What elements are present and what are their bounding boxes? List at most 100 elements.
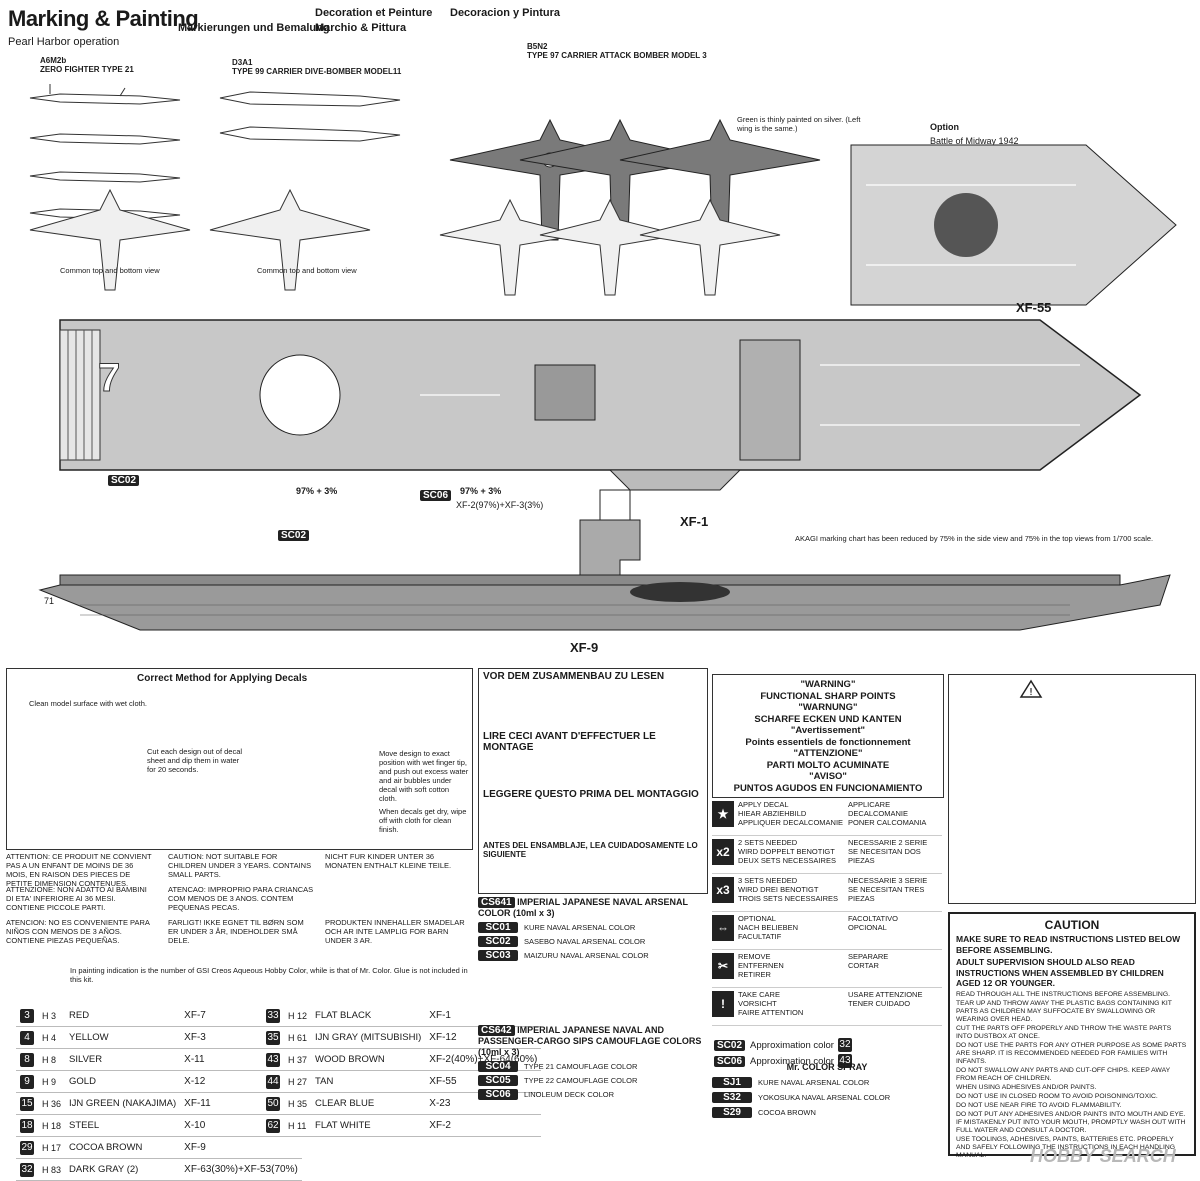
mr-color-number: 18 bbox=[20, 1118, 34, 1133]
aircraft-diagrams bbox=[29, 84, 821, 296]
spray-code: SJ1 bbox=[712, 1077, 752, 1088]
symbol-text: 3 SETS NEEDED bbox=[738, 876, 798, 885]
aqueous-number: H 9 bbox=[38, 1070, 66, 1093]
warning-es: ATENCION: NO ES CONVENIENTE PARA NIÑOS C… bbox=[6, 918, 150, 945]
sharp-points-panel: "WARNING"FUNCTIONAL SHARP POINTS"WARNUNG… bbox=[712, 674, 944, 798]
symbol-icon: x2 bbox=[712, 839, 734, 865]
watermark: HOBBY SEARCH bbox=[1030, 1146, 1176, 1166]
cs-code: SC04 bbox=[478, 1061, 518, 1072]
symbol-text-right: OPCIONAL bbox=[848, 923, 887, 932]
cs642-panel: CS642 IMPERIAL JAPANESE NAVAL AND PASSEN… bbox=[478, 1025, 708, 1103]
aqueous-number: H 27 bbox=[284, 1070, 312, 1093]
warning-dk: FARLIGT! IKKE EGNET TIL BØRN SOM ER UNDE… bbox=[168, 918, 304, 945]
caution-item: DO NOT USE IN CLOSED ROOM TO AVOID POISO… bbox=[956, 1092, 1158, 1100]
cs641-panel: CS641 IMPERIAL JAPANESE NAVAL ARSENAL CO… bbox=[478, 897, 708, 964]
spray-code: S29 bbox=[712, 1107, 752, 1118]
sharp-line: SCHARFE ECKEN UND KANTEN bbox=[754, 713, 902, 725]
approx-text: Approximation color bbox=[750, 1055, 834, 1067]
sharp-line: PARTI MOLTO ACUMINATE bbox=[766, 759, 890, 771]
warning-pt: ATENCAO: IMPROPRIO PARA CRIANCAS COM MEN… bbox=[168, 885, 314, 912]
page-title: Marking & Painting bbox=[8, 6, 199, 31]
color-name: SILVER bbox=[65, 1048, 181, 1071]
cs642-qty: (10ml x 3) bbox=[478, 1047, 520, 1057]
cs-name: LINOLEUM DECK COLOR bbox=[524, 1090, 615, 1099]
read-title-es: ANTES DEL ENSAMBLAJE, LEA CUIDADOSAMENTE… bbox=[483, 841, 698, 859]
common-view-label-val: Common top and bottom view bbox=[257, 266, 357, 275]
svg-text:!: ! bbox=[1029, 687, 1033, 698]
color-name: YELLOW bbox=[65, 1026, 181, 1049]
mr-color-number: 50 bbox=[266, 1096, 280, 1111]
caution-item: DO NOT SWALLOW ANY PARTS AND CUT-OFF CHI… bbox=[956, 1066, 1171, 1082]
color-name: IJN GRAY (MITSUBISHI) bbox=[311, 1026, 426, 1049]
spray-name: COCOA BROWN bbox=[758, 1108, 816, 1117]
kate-name: TYPE 97 CARRIER ATTACK BOMBER MODEL 3 bbox=[527, 51, 707, 60]
symbol-text: TAKE CARE bbox=[738, 990, 780, 999]
common-view-label-zero: Common top and bottom view bbox=[60, 266, 160, 275]
symbol-text: APPLY DECAL bbox=[738, 800, 789, 809]
cs641-qty: (10ml x 3) bbox=[513, 908, 555, 918]
operation-label: Pearl Harbor operation bbox=[8, 36, 120, 48]
warning-de: NICHT FUR KINDER UNTER 36 MONATEN ENTHAL… bbox=[325, 852, 452, 870]
color-name: FLAT BLACK bbox=[311, 1005, 426, 1027]
bottom-views bbox=[29, 188, 781, 296]
symbol-icon: x3 bbox=[712, 877, 734, 903]
sharp-line: "AVISO" bbox=[809, 771, 847, 782]
symbol-text-right: FACOLTATIVO bbox=[848, 914, 899, 923]
island-top bbox=[608, 469, 742, 491]
sharp-line: PUNTOS AGUDOS EN FUNCIONAMIENTO bbox=[733, 782, 923, 794]
tamiya-code: XF-63(30%)+XF-53(70%) bbox=[180, 1158, 302, 1181]
symbol-text: APPLIQUER DECALCOMANIE bbox=[738, 818, 844, 827]
mr-color-number: 9 bbox=[20, 1074, 34, 1089]
aqueous-number: H 35 bbox=[284, 1092, 312, 1115]
aqueous-number: H 8 bbox=[38, 1048, 66, 1071]
mr-color-number: 8 bbox=[20, 1052, 34, 1067]
mr-color-number: 43 bbox=[266, 1052, 280, 1067]
decal-title: Correct Method for Applying Decals bbox=[137, 673, 308, 684]
color-name: FLAT WHITE bbox=[311, 1114, 426, 1137]
sharp-line: Points essentiels de fonctionnement bbox=[745, 736, 911, 748]
symbol-text-right: TENER CUIDADO bbox=[848, 999, 911, 1008]
cs-name: TYPE 21 CAMOUFLAGE COLOR bbox=[524, 1062, 638, 1071]
color-name: COCOA BROWN bbox=[65, 1136, 181, 1159]
hull-color-label: XF-9 bbox=[570, 640, 599, 655]
symbol-text: RETIRER bbox=[738, 970, 771, 979]
approx-number: 43 bbox=[837, 1054, 852, 1068]
val-name: TYPE 99 CARRIER DIVE-BOMBER MODEL11 bbox=[232, 67, 402, 76]
island bbox=[579, 519, 641, 576]
flight-deck bbox=[59, 319, 1142, 471]
symbol-icon: ⇔ bbox=[712, 915, 734, 941]
symbol-text: WIRD DREI BENOTIGT bbox=[738, 885, 819, 894]
cs-name: MAIZURU NAVAL ARSENAL COLOR bbox=[524, 951, 649, 960]
mr-color-number: 15 bbox=[20, 1096, 34, 1111]
tamiya-code: XF-9 bbox=[180, 1136, 302, 1159]
mr-color-number: 29 bbox=[20, 1140, 34, 1155]
symbol-text: OPTIONAL bbox=[738, 914, 776, 923]
symbol-text-right: APPLICARE DECALCOMANIE bbox=[848, 800, 909, 818]
mr-color-number: 4 bbox=[20, 1030, 34, 1045]
cs-name: SASEBO NAVAL ARSENAL COLOR bbox=[524, 937, 646, 946]
flight-deck-side bbox=[59, 574, 1121, 586]
symbol-text-right: NECESSARIE 3 SERIE bbox=[848, 876, 928, 885]
elevator-2 bbox=[739, 339, 801, 461]
deck-mix-2: 97% + 3% bbox=[460, 486, 502, 496]
read-title-de: VOR DEM ZUSAMMENBAU ZU LESEN bbox=[483, 671, 665, 682]
green-note: Green is thinly painted on silver. (Left… bbox=[737, 115, 861, 133]
mr-color-number: 3 bbox=[20, 1008, 34, 1023]
aqueous-number: H 61 bbox=[284, 1026, 312, 1049]
warning-en: CAUTION: NOT SUITABLE FOR CHILDREN UNDER… bbox=[168, 852, 312, 879]
cs641-title: IMPERIAL JAPANESE NAVAL ARSENAL COLOR bbox=[478, 897, 688, 918]
cs-name: KURE NAVAL ARSENAL COLOR bbox=[524, 923, 636, 932]
symbol-text: NACH BELIEBEN bbox=[738, 923, 799, 932]
symbol-text: VORSICHT bbox=[738, 999, 777, 1008]
